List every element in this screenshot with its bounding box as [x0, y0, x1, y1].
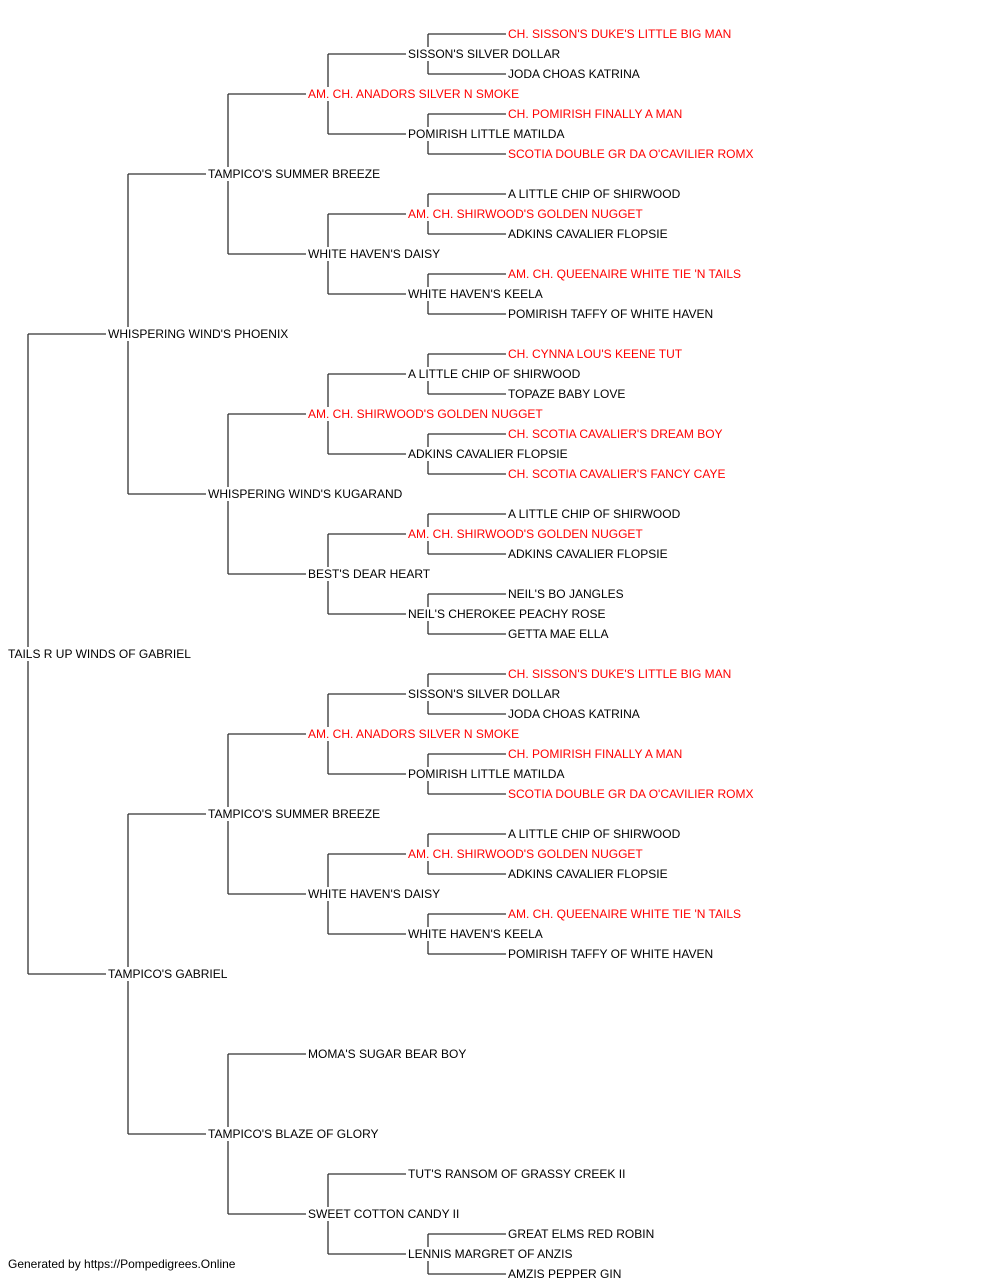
- subject-dog-name: TAILS R UP WINDS OF GABRIEL: [7, 647, 192, 661]
- ancestor-name: AM. CH. SHIRWOOD'S GOLDEN NUGGET: [307, 407, 544, 421]
- ancestor-name: TUT'S RANSOM OF GRASSY CREEK II: [407, 1167, 627, 1181]
- generated-by-footer: Generated by https://Pompedigrees.Online: [8, 1257, 236, 1271]
- ancestor-name: CH. SISSON'S DUKE'S LITTLE BIG MAN: [507, 667, 733, 681]
- ancestor-name: SWEET COTTON CANDY II: [307, 1207, 461, 1221]
- ancestor-name: GETTA MAE ELLA: [507, 627, 610, 641]
- ancestor-name: SISSON'S SILVER DOLLAR: [407, 687, 562, 701]
- ancestor-name: POMIRISH TAFFY OF WHITE HAVEN: [507, 947, 715, 961]
- ancestor-name: WHITE HAVEN'S DAISY: [307, 887, 442, 901]
- ancestor-name: AMZIS PEPPER GIN: [507, 1267, 623, 1281]
- ancestor-name: A LITTLE CHIP OF SHIRWOOD: [507, 507, 682, 521]
- ancestor-name: WHITE HAVEN'S KEELA: [407, 927, 544, 941]
- ancestor-name: TAMPICO'S GABRIEL: [107, 967, 229, 981]
- ancestor-name: AM. CH. QUEENAIRE WHITE TIE 'N TAILS: [507, 907, 742, 921]
- ancestor-name: SCOTIA DOUBLE GR DA O'CAVILIER ROMX: [507, 147, 755, 161]
- ancestor-name: CH. CYNNA LOU'S KEENE TUT: [507, 347, 684, 361]
- ancestor-name: CH. SCOTIA CAVALIER'S DREAM BOY: [507, 427, 724, 441]
- ancestor-name: WHITE HAVEN'S DAISY: [307, 247, 442, 261]
- ancestor-name: TAMPICO'S SUMMER BREEZE: [207, 167, 382, 181]
- ancestor-name: JODA CHOAS KATRINA: [507, 707, 641, 721]
- ancestor-name: CH. SISSON'S DUKE'S LITTLE BIG MAN: [507, 27, 733, 41]
- ancestor-name: TAMPICO'S BLAZE OF GLORY: [207, 1127, 380, 1141]
- ancestor-name: TOPAZE BABY LOVE: [507, 387, 627, 401]
- ancestor-name: JODA CHOAS KATRINA: [507, 67, 641, 81]
- ancestor-name: SISSON'S SILVER DOLLAR: [407, 47, 562, 61]
- ancestor-name: POMIRISH LITTLE MATILDA: [407, 767, 566, 781]
- ancestor-name: CH. POMIRISH FINALLY A MAN: [507, 747, 684, 761]
- ancestor-name: WHISPERING WIND'S KUGARAND: [207, 487, 404, 501]
- ancestor-name: AM. CH. QUEENAIRE WHITE TIE 'N TAILS: [507, 267, 742, 281]
- ancestor-name: CH. SCOTIA CAVALIER'S FANCY CAYE: [507, 467, 727, 481]
- ancestor-name: A LITTLE CHIP OF SHIRWOOD: [407, 367, 582, 381]
- ancestor-name: ADKINS CAVALIER FLOPSIE: [507, 227, 669, 241]
- ancestor-name: LENNIS MARGRET OF ANZIS: [407, 1247, 574, 1261]
- ancestor-name: A LITTLE CHIP OF SHIRWOOD: [507, 187, 682, 201]
- ancestor-name: AM. CH. SHIRWOOD'S GOLDEN NUGGET: [407, 527, 644, 541]
- ancestor-name: POMIRISH LITTLE MATILDA: [407, 127, 566, 141]
- ancestor-name: NEIL'S BO JANGLES: [507, 587, 625, 601]
- ancestor-name: WHITE HAVEN'S KEELA: [407, 287, 544, 301]
- ancestor-name: AM. CH. ANADORS SILVER N SMOKE: [307, 87, 521, 101]
- ancestor-name: ADKINS CAVALIER FLOPSIE: [407, 447, 569, 461]
- ancestor-name: TAMPICO'S SUMMER BREEZE: [207, 807, 382, 821]
- ancestor-name: POMIRISH TAFFY OF WHITE HAVEN: [507, 307, 715, 321]
- ancestor-name: MOMA'S SUGAR BEAR BOY: [307, 1047, 468, 1061]
- ancestor-name: AM. CH. ANADORS SILVER N SMOKE: [307, 727, 521, 741]
- ancestor-name: ADKINS CAVALIER FLOPSIE: [507, 867, 669, 881]
- ancestor-name: WHISPERING WIND'S PHOENIX: [107, 327, 290, 341]
- ancestor-name: SCOTIA DOUBLE GR DA O'CAVILIER ROMX: [507, 787, 755, 801]
- ancestor-name: CH. POMIRISH FINALLY A MAN: [507, 107, 684, 121]
- ancestor-name: AM. CH. SHIRWOOD'S GOLDEN NUGGET: [407, 207, 644, 221]
- ancestor-name: A LITTLE CHIP OF SHIRWOOD: [507, 827, 682, 841]
- ancestor-name: BEST'S DEAR HEART: [307, 567, 432, 581]
- ancestor-name: GREAT ELMS RED ROBIN: [507, 1227, 656, 1241]
- ancestor-name: AM. CH. SHIRWOOD'S GOLDEN NUGGET: [407, 847, 644, 861]
- ancestor-name: NEIL'S CHEROKEE PEACHY ROSE: [407, 607, 607, 621]
- ancestor-name: ADKINS CAVALIER FLOPSIE: [507, 547, 669, 561]
